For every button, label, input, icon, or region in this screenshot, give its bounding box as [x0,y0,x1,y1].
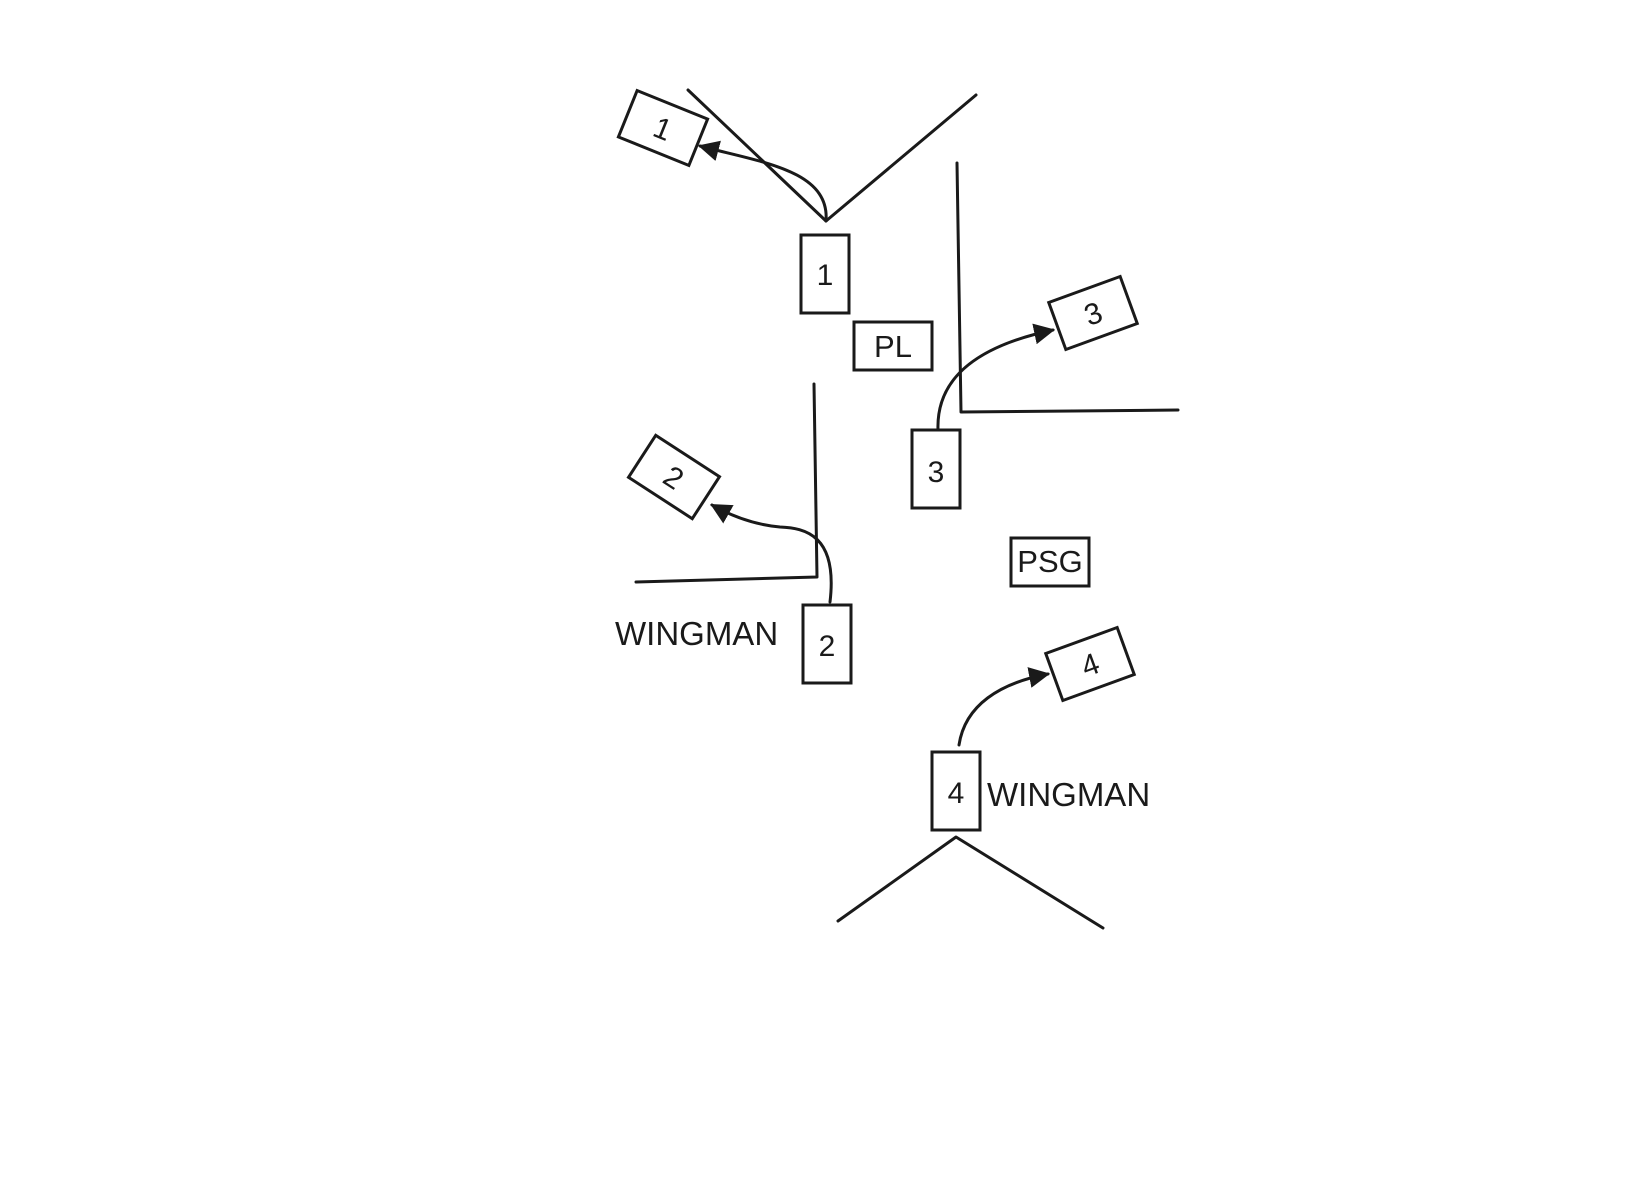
movement-arrow-1 [697,140,828,223]
member-3-start-position: 3 [910,428,962,510]
member-3-end-position: 3 [1046,274,1140,352]
pl-box: PL [852,320,934,372]
member-1-start-position: 1 [799,233,851,315]
wingman-label-left: WINGMAN [615,615,778,652]
wall-bottom-v [836,835,1105,930]
wingman-label-right: WINGMAN [987,776,1150,813]
member-3-start-label: 3 [928,456,945,489]
movement-arrow-3 [936,323,1056,432]
member-4-start-position: 4 [930,750,982,832]
wall-right-corner [955,161,1180,414]
member-2-end-position: 2 [626,433,722,521]
member-1-end-position: 1 [616,88,710,168]
psg-box: PSG [1009,536,1091,588]
member-1-start-label: 1 [817,259,834,292]
member-2-start-position: 2 [801,603,853,685]
member-4-end-position: 4 [1043,625,1137,703]
member-2-start-label: 2 [819,630,836,663]
wall-top-v [686,88,978,223]
movement-arrow-2 [710,503,833,604]
pl-label: PL [874,329,912,364]
wall-left-corner [634,382,819,584]
member-4-start-label: 4 [948,777,965,810]
movement-arrow-4 [957,667,1051,747]
psg-label: PSG [1017,544,1082,579]
